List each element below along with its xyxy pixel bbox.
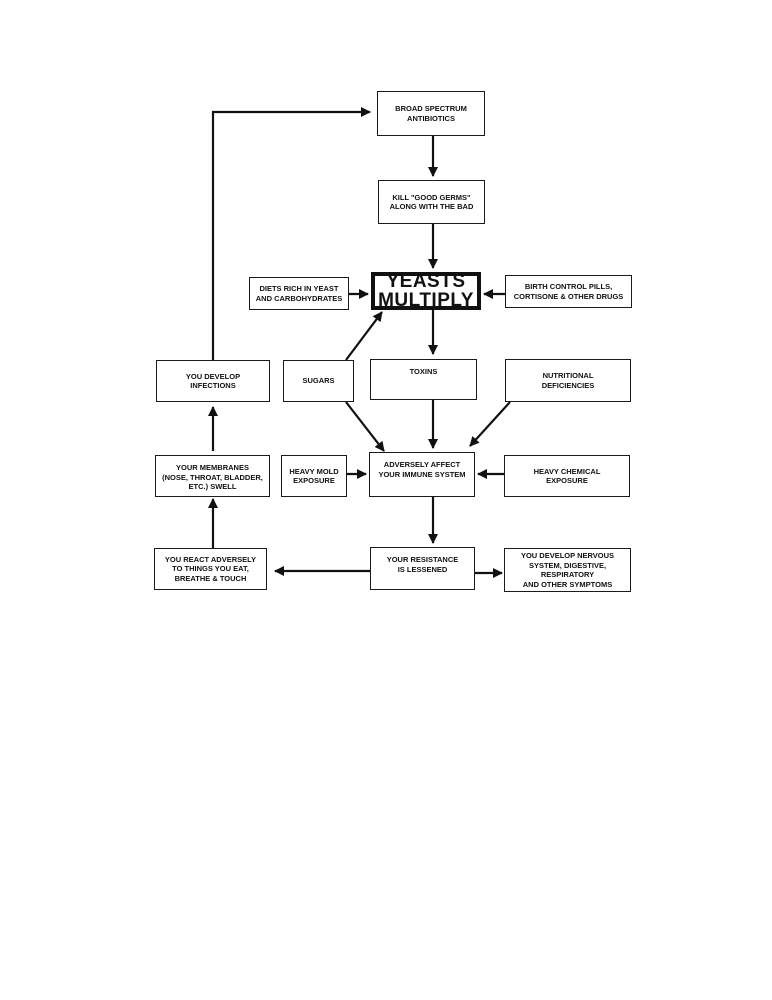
node-heavy-chemical-exposure: HEAVY CHEMICAL EXPOSURE [504, 455, 630, 497]
node-adversely-affect-immune-system: ADVERSELY AFFECT YOUR IMMUNE SYSTEM [369, 452, 475, 497]
node-nutritional-deficiencies: NUTRITIONAL DEFICIENCIES [505, 359, 631, 402]
node-you-develop-infections: YOU DEVELOP INFECTIONS [156, 360, 270, 402]
node-your-membranes-swell: YOUR MEMBRANES (NOSE, THROAT, BLADDER, E… [155, 455, 270, 497]
node-diets-rich-in-yeast: DIETS RICH IN YEAST AND CARBOHYDRATES [249, 277, 349, 310]
edge-sugars-to-immune [345, 401, 385, 452]
edge-sugars-to-yeasts [345, 311, 383, 361]
node-sugars: SUGARS [283, 360, 354, 402]
node-yeasts-multiply: YEASTS MULTIPLY [371, 272, 481, 310]
node-your-resistance-is-lessened: YOUR RESISTANCE IS LESSENED [370, 547, 475, 590]
edge-nutritional-to-immune [469, 401, 511, 447]
node-birth-control-pills: BIRTH CONTROL PILLS, CORTISONE & OTHER D… [505, 275, 632, 308]
node-broad-spectrum-antibiotics: BROAD SPECTRUM ANTIBIOTICS [377, 91, 485, 136]
node-heavy-mold-exposure: HEAVY MOLD EXPOSURE [281, 455, 347, 497]
node-you-develop-symptoms: YOU DEVELOP NERVOUS SYSTEM, DIGESTIVE, R… [504, 548, 631, 592]
edge-infections-to-antibiotics [211, 107, 371, 360]
node-you-react-adversely: YOU REACT ADVERSELY TO THINGS YOU EAT, B… [154, 548, 267, 590]
node-toxins: TOXINS [370, 359, 477, 400]
node-kill-good-germs: KILL "GOOD GERMS" ALONG WITH THE BAD [378, 180, 485, 224]
